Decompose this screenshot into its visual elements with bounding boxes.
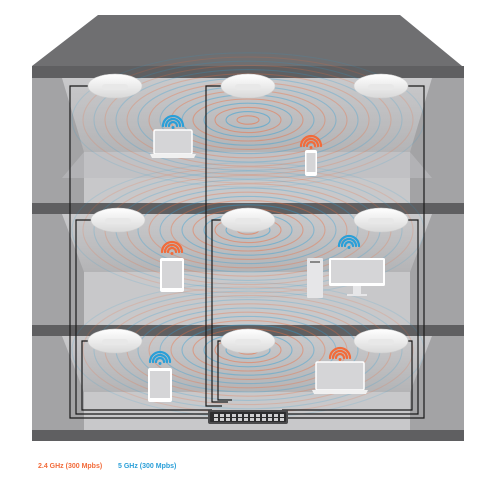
wifi-icon xyxy=(328,346,352,361)
network-switch-icon xyxy=(208,410,288,424)
access-point-icon xyxy=(353,207,409,233)
wifi-icon xyxy=(160,240,184,255)
phone-icon xyxy=(299,134,323,176)
tablet-icon xyxy=(160,240,184,292)
access-point-icon xyxy=(353,328,409,354)
wifi-icon xyxy=(337,234,361,249)
access-point-icon xyxy=(220,73,276,99)
access-points xyxy=(87,73,409,354)
access-point-icon xyxy=(87,73,143,99)
tablet-icon xyxy=(148,350,172,402)
access-point-icon xyxy=(220,328,276,354)
legend-2-4ghz: 2.4 GHz (300 Mpbs) xyxy=(38,463,103,470)
access-point-icon xyxy=(353,73,409,99)
laptop-icon xyxy=(312,346,368,394)
access-point-icon xyxy=(87,328,143,354)
desktop-icon xyxy=(307,234,385,298)
laptop-icon xyxy=(150,114,196,158)
wifi-icon xyxy=(299,134,323,149)
legend-5ghz: 5 GHz (300 Mpbs) xyxy=(118,463,177,470)
access-point-icon xyxy=(220,207,276,233)
client-devices xyxy=(148,114,385,402)
signal-waves xyxy=(71,52,425,418)
roof xyxy=(32,15,462,66)
wifi-icon xyxy=(161,114,185,129)
wifi-icon xyxy=(148,350,172,365)
access-point-icon xyxy=(90,207,146,233)
